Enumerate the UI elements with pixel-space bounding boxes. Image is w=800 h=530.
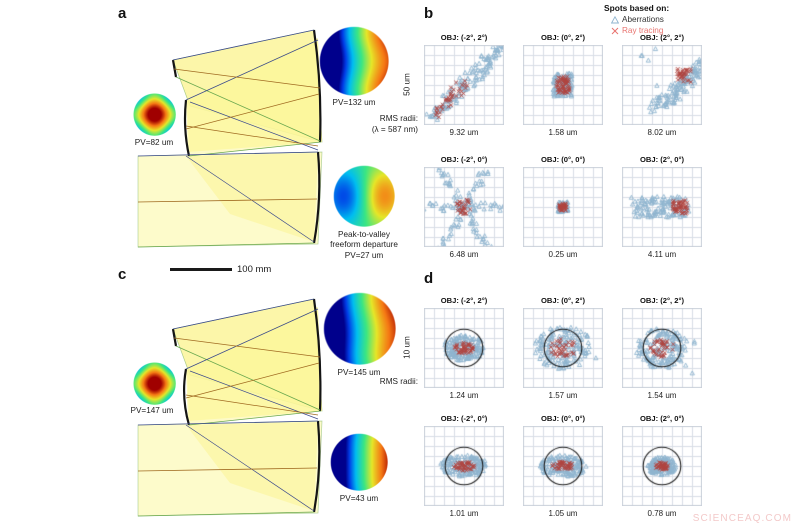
spot-diagram-b-3: OBJ: (2°, 2°) 8.02 um: [622, 33, 702, 137]
spot-plot-canvas: [523, 45, 603, 125]
spot-diagram-b-6: OBJ: (2°, 0°) 4.11 um: [622, 155, 702, 259]
scale-bar: 100 mm: [170, 264, 271, 275]
spot-plot-canvas: [424, 45, 504, 125]
spot-diagram-b-1: OBJ: (-2°, 2°) 9.32 um: [424, 33, 504, 137]
pv-caption-a-mirror3: Peak-to-valley freeform departure PV=27 …: [312, 230, 416, 261]
legend-item-raytracing: Ray tracing: [604, 25, 669, 36]
spots-legend: Spots based on: Aberrations Ray tracing: [604, 3, 669, 36]
spot-diagram-d-5: OBJ: (0°, 0°) 1.05 um: [523, 414, 603, 518]
spot-title: OBJ: (0°, 0°): [540, 155, 586, 164]
legend-title: Spots based on:: [604, 3, 670, 13]
legend-label-aberrations: Aberrations: [622, 15, 664, 25]
spot-title: OBJ: (0°, 0°): [540, 414, 586, 423]
panel-letter-d: d: [424, 270, 434, 287]
spot-plot-canvas: [424, 167, 504, 247]
spot-rms-value: 1.24 um: [449, 391, 479, 400]
spot-rms-value: 1.01 um: [449, 509, 479, 518]
panel-d-rms-label: RMS radii:: [330, 377, 418, 388]
spot-diagram-d-6: OBJ: (2°, 0°) 0.78 um: [622, 414, 702, 518]
pv-label-a-mirror1: PV=132 um: [332, 98, 376, 107]
pv-label-a-mirror2: PV=82 um: [134, 138, 174, 147]
spot-diagram-d-3: OBJ: (2°, 2°) 1.54 um: [622, 296, 702, 400]
spot-plot-canvas: [622, 308, 702, 388]
panel-b-rms-line-2: (λ = 587 nm): [371, 124, 418, 134]
pv-label-c-mirror3: PV=43 um: [339, 494, 379, 503]
spot-plot-canvas: [523, 167, 603, 247]
spot-rms-value: 6.48 um: [449, 250, 479, 259]
spot-rms-value: 0.78 um: [647, 509, 677, 518]
spot-plot-canvas: [622, 167, 702, 247]
spot-diagram-b-5: OBJ: (0°, 0°) 0.25 um: [523, 155, 603, 259]
x-icon: [611, 27, 619, 35]
panel-letter-c: c: [118, 266, 127, 283]
legend-item-aberrations: Aberrations: [604, 14, 669, 25]
spot-plot-canvas: [523, 308, 603, 388]
spot-plot-canvas: [424, 308, 504, 388]
spot-rms-value: 9.32 um: [449, 128, 479, 137]
watermark: SCIENCEAQ.COM: [692, 513, 792, 524]
spot-title: OBJ: (-2°, 2°): [440, 296, 488, 305]
interferogram-a-mirror2: [133, 93, 176, 136]
pv-label-c-mirror1: PV=145 um: [337, 368, 381, 377]
panel-letter-b: b: [424, 5, 434, 22]
spot-diagram-b-2: OBJ: (0°, 2°) 1.58 um: [523, 33, 603, 137]
triangle-icon: [611, 15, 619, 24]
scale-bar-line: [170, 268, 232, 271]
panel-b-rms-label: RMS radii: (λ = 587 nm): [330, 114, 418, 135]
interferogram-a-mirror3: [333, 165, 395, 227]
spot-title: OBJ: (0°, 2°): [540, 33, 586, 42]
legend-label-raytracing: Ray tracing: [622, 26, 664, 36]
panel-b-rms-line-1: RMS radii:: [379, 114, 418, 123]
spot-plot-canvas: [424, 426, 504, 506]
interferogram-c-mirror1: [323, 292, 396, 365]
spot-diagram-b-4: OBJ: (-2°, 0°) 6.48 um: [424, 155, 504, 259]
pv-caption-line-1: Peak-to-valley: [338, 230, 390, 239]
spot-rms-value: 1.57 um: [548, 391, 578, 400]
spot-plot-canvas: [523, 426, 603, 506]
spot-title: OBJ: (2°, 0°): [639, 414, 685, 423]
spot-rms-value: 1.58 um: [548, 128, 578, 137]
spot-rms-value: 0.25 um: [548, 250, 578, 259]
spot-rms-value: 4.11 um: [647, 250, 677, 259]
spot-diagram-d-2: OBJ: (0°, 2°) 1.57 um: [523, 296, 603, 400]
spot-plot-canvas: [622, 426, 702, 506]
scale-bar-label: 100 mm: [237, 264, 272, 275]
panel-d-rms-line-1: RMS radii:: [379, 377, 418, 386]
panel-b-axis-label: 50 um: [402, 73, 412, 96]
interferogram-c-mirror3: [330, 433, 388, 491]
spot-title: OBJ: (-2°, 2°): [440, 33, 488, 42]
pv-label-c-mirror2: PV=147 um: [130, 406, 174, 415]
spot-title: OBJ: (2°, 2°): [639, 33, 685, 42]
spot-diagram-d-1: OBJ: (-2°, 2°) 1.24 um: [424, 296, 504, 400]
spot-title: OBJ: (-2°, 0°): [440, 155, 488, 164]
spot-title: OBJ: (0°, 2°): [540, 296, 586, 305]
spot-title: OBJ: (2°, 2°): [639, 296, 685, 305]
panel-a-optics-diagram: [137, 29, 323, 248]
spot-title: OBJ: (2°, 0°): [639, 155, 685, 164]
spot-plot-canvas: [622, 45, 702, 125]
interferogram-a-mirror1: [319, 26, 389, 96]
spot-rms-value: 1.05 um: [548, 509, 578, 518]
spot-rms-value: 8.02 um: [647, 128, 677, 137]
panel-letter-a: a: [118, 5, 127, 22]
spot-rms-value: 1.54 um: [647, 391, 677, 400]
spot-title: OBJ: (-2°, 0°): [440, 414, 488, 423]
pv-caption-line-3: PV=27 um: [344, 250, 384, 260]
spot-diagram-d-4: OBJ: (-2°, 0°) 1.01 um: [424, 414, 504, 518]
pv-caption-line-2: freeform departure: [330, 240, 398, 250]
panel-d-axis-label: 10 um: [402, 336, 412, 359]
panel-c-optics-diagram: [137, 298, 323, 517]
interferogram-c-mirror2: [133, 362, 176, 405]
